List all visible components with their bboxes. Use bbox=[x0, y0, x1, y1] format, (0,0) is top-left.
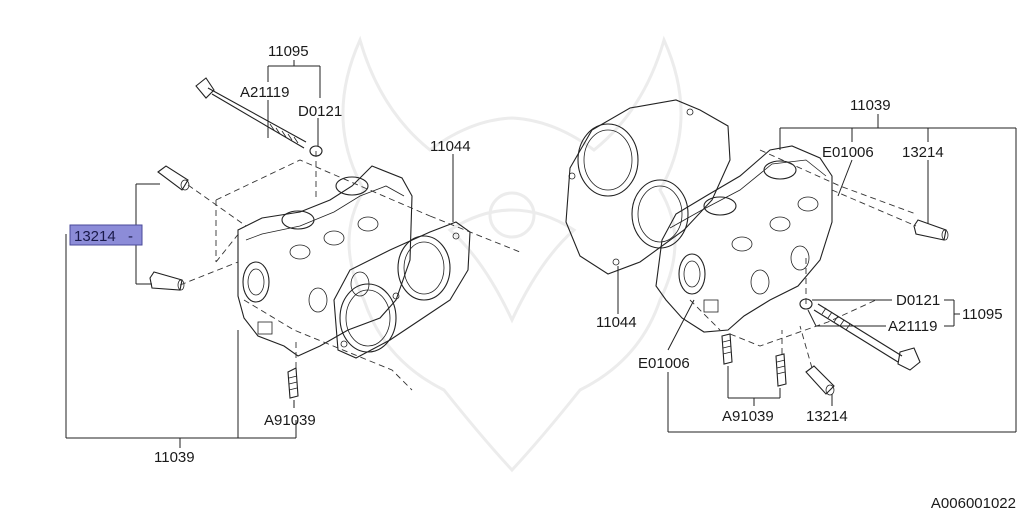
right-alignment-lines bbox=[689, 149, 917, 369]
callout-13214-left-highlighted[interactable]: 13214 - bbox=[69, 224, 143, 246]
callout-a21119-left[interactable]: A21119 bbox=[240, 84, 290, 101]
right-stud-left-drawing bbox=[721, 333, 733, 365]
left-leader-lines bbox=[65, 60, 454, 448]
right-dowel-top-drawing bbox=[913, 219, 949, 241]
highlight-box bbox=[69, 224, 143, 246]
right-head-gasket-drawing bbox=[565, 99, 731, 275]
callout-11095-left[interactable]: 11095 bbox=[268, 43, 309, 60]
right-bolt-drawing bbox=[799, 298, 921, 371]
callout-11044-right[interactable]: 11044 bbox=[596, 314, 637, 331]
callout-d0121-right[interactable]: D0121 bbox=[896, 292, 940, 309]
highlight-dash: - bbox=[128, 228, 133, 245]
callout-d0121-left[interactable]: D0121 bbox=[298, 103, 342, 120]
right-stud-right-drawing bbox=[775, 353, 787, 387]
callout-11044-left[interactable]: 11044 bbox=[430, 138, 471, 155]
watermark-emblem bbox=[341, 35, 683, 473]
right-dowel-bottom-drawing bbox=[805, 365, 835, 396]
callout-11039-left[interactable]: 11039 bbox=[154, 449, 195, 466]
highlighted-part-number: 13214 bbox=[74, 228, 116, 245]
left-dowel-top-drawing bbox=[157, 165, 190, 191]
callout-13214-right-bottom[interactable]: 13214 bbox=[806, 408, 848, 425]
callout-13214-right-top[interactable]: 13214 bbox=[902, 144, 944, 161]
left-dowel-bottom-drawing bbox=[149, 271, 185, 291]
left-cylinder-head-drawing bbox=[237, 165, 413, 357]
callout-a91039-left[interactable]: A91039 bbox=[264, 412, 316, 429]
callout-e01006-right-bottom[interactable]: E01006 bbox=[638, 355, 690, 372]
callout-a21119-right[interactable]: A21119 bbox=[888, 318, 938, 335]
right-cylinder-head-drawing bbox=[655, 145, 833, 333]
callout-a91039-right[interactable]: A91039 bbox=[722, 408, 774, 425]
callout-e01006-right-top[interactable]: E01006 bbox=[822, 144, 874, 161]
callout-11095-right[interactable]: 11095 bbox=[962, 306, 1003, 323]
diagram-id: A006001022 bbox=[931, 495, 1016, 512]
callout-11039-right[interactable]: 11039 bbox=[850, 97, 891, 114]
left-alignment-lines bbox=[179, 151, 521, 391]
left-stud-drawing bbox=[287, 367, 299, 399]
right-leader-lines bbox=[617, 114, 1017, 433]
left-head-gasket-drawing bbox=[333, 221, 471, 359]
